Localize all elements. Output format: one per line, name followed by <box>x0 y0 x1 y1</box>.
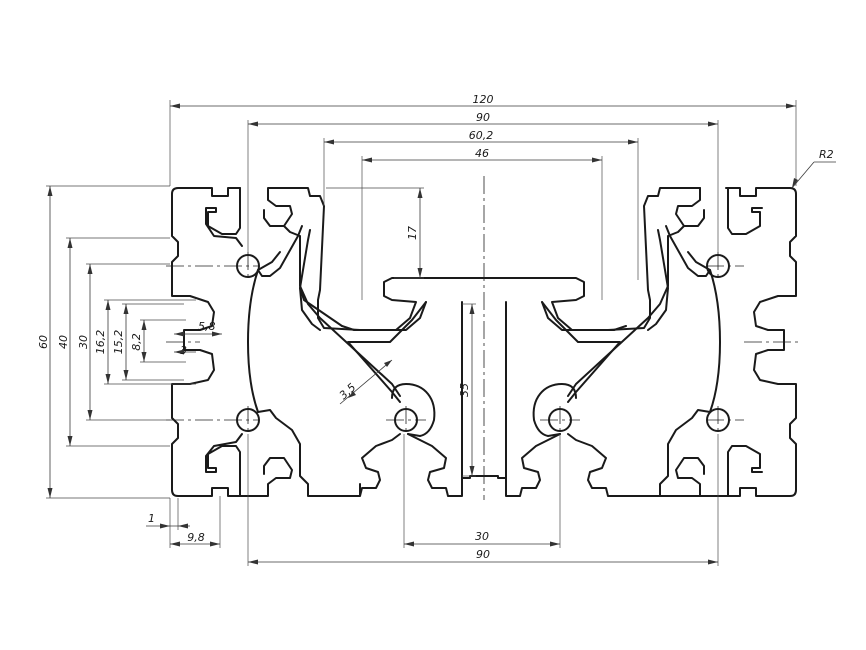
dimension-lines <box>49 105 836 563</box>
dim-corner-radius: R2 <box>819 148 834 161</box>
dim-overall-height: 60 <box>37 335 50 349</box>
dim-slot-mid: 15,2 <box>112 330 125 355</box>
core-holes <box>236 254 730 432</box>
dim-face-offset: 1 <box>148 512 155 525</box>
dim-height-40: 40 <box>57 335 70 349</box>
dim-center-hole-spacing: 30 <box>475 530 489 543</box>
dimension-labels: 120 90 60,2 46 17 35 3,5 R2 60 40 30 16,… <box>37 93 834 561</box>
arrowheads <box>47 103 798 565</box>
dim-hole-spacing-top: 90 <box>476 111 490 124</box>
dim-inner-width: 60,2 <box>469 129 494 142</box>
dim-slot-opening: 8,2 <box>130 333 143 351</box>
dim-slot-lip: 3 <box>180 344 187 357</box>
dim-edge-to-slot: 9,8 <box>187 531 205 544</box>
dim-slot-depth: 5,8 <box>198 320 216 333</box>
dim-slot-outer: 16,2 <box>94 330 107 355</box>
dim-overall-width: 120 <box>473 93 494 106</box>
dim-slot-span: 46 <box>475 147 489 160</box>
dim-hole-spacing-bottom: 90 <box>476 548 490 561</box>
extension-lines <box>46 100 797 566</box>
dim-wall-thickness: 3,5 <box>337 381 359 402</box>
center-lines <box>166 176 800 500</box>
dim-height-30: 30 <box>77 335 90 349</box>
dim-web-height: 35 <box>458 383 471 397</box>
dim-web-depth: 17 <box>406 226 419 240</box>
